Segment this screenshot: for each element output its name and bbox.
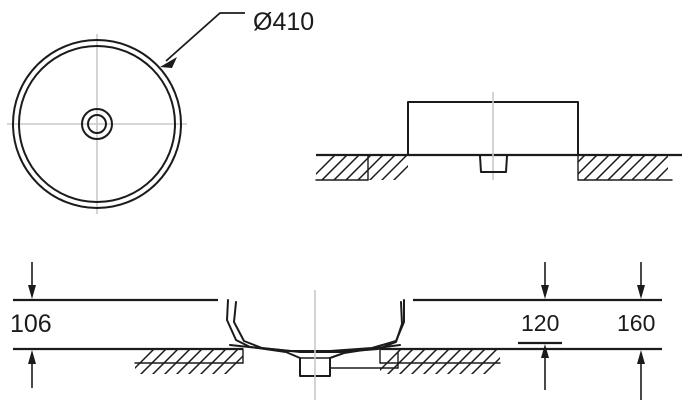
dimension-160 [637,262,645,400]
hatch-side-right [578,155,668,180]
dim-106-upper-arrowhead [28,285,36,299]
dim-160-lower-arrowhead [637,350,645,364]
basin-underside-left [229,344,301,359]
front-section-view [13,290,662,400]
dimension-160-label: 160 [617,310,655,336]
dim-120-upper-arrowhead [541,285,549,299]
basin-underside-right [329,344,401,359]
basin-bowl-inner-profile [233,301,403,353]
dimension-group [28,262,645,400]
dim-160-upper-arrowhead [637,285,645,299]
basin-inner-circle [18,45,176,203]
diameter-leader-line [165,12,245,62]
dimension-106-label: 106 [10,310,52,338]
basin-outer-circle [12,39,182,209]
drain-outer-circle [81,108,113,140]
dim-106-lower-arrowhead [28,350,36,364]
diameter-callout-label: Ø410 [253,8,314,36]
dim-120-lower-arrowhead [541,344,549,358]
dimension-106 [28,262,36,388]
top-view-plan [7,12,245,214]
drain-outlet-boss [479,155,508,173]
hatch-side-left [316,155,408,180]
drain-inner-circle [87,114,107,134]
diameter-leader-arrowhead [160,57,177,68]
dimension-120-label: 120 [521,310,559,336]
dimension-120 [518,262,562,390]
side-elevation-section [315,92,682,181]
